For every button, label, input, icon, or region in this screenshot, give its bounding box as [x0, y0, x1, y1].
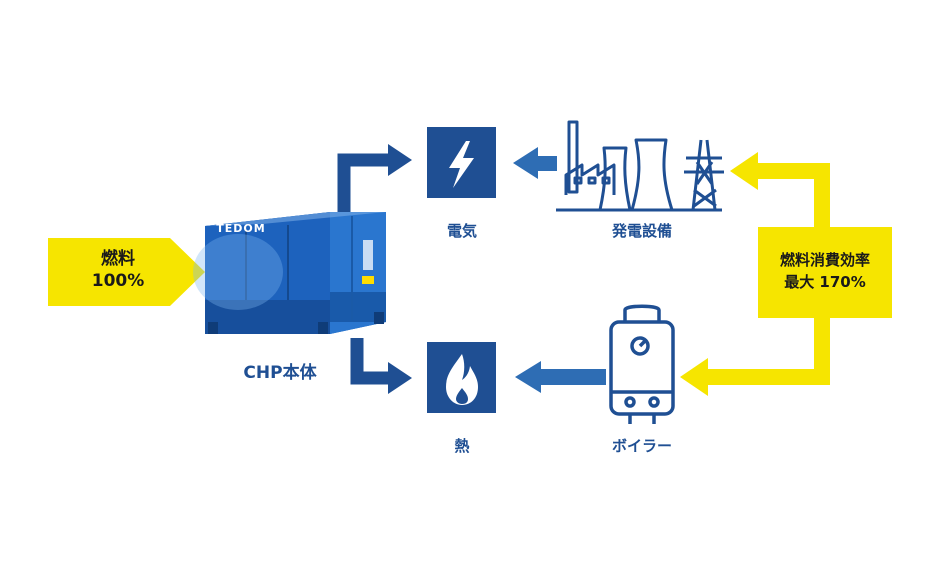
- heat-label: 熱: [454, 437, 470, 455]
- chp-to-electricity-arrow: [337, 144, 412, 212]
- power-plant-to-electricity-arrow: [513, 147, 557, 179]
- efficiency-label: 燃料消費効率 最大 170%: [758, 249, 892, 293]
- efficiency-label-line2: 最大 170%: [784, 273, 866, 291]
- efficiency-label-line1: 燃料消費効率: [779, 251, 870, 269]
- chp-to-heat-arrow: [350, 338, 412, 394]
- fuel-input-arrow: [48, 238, 205, 306]
- boiler-icon: [609, 304, 675, 424]
- chp-unit-image: [193, 212, 386, 334]
- power-plant-label: 発電設備: [611, 222, 672, 240]
- electricity-label: 電気: [446, 222, 477, 240]
- efficiency-arrowhead-top: [730, 152, 758, 190]
- chp-brand: TEDOM: [216, 222, 266, 235]
- boiler-label: ボイラー: [611, 437, 672, 455]
- boiler-to-heat-arrow: [515, 361, 606, 393]
- lightning-icon: [449, 141, 474, 188]
- fuel-input-label-line1: 燃料: [101, 249, 135, 269]
- power-plant-icon: [556, 120, 724, 212]
- fuel-input-label: 燃料 100%: [70, 248, 166, 292]
- fuel-input-label-line2: 100%: [91, 271, 145, 291]
- efficiency-arrowhead-bottom: [680, 358, 708, 396]
- flame-icon: [446, 354, 478, 405]
- chp-label: CHP本体: [243, 363, 317, 383]
- efficiency-box: [758, 227, 892, 318]
